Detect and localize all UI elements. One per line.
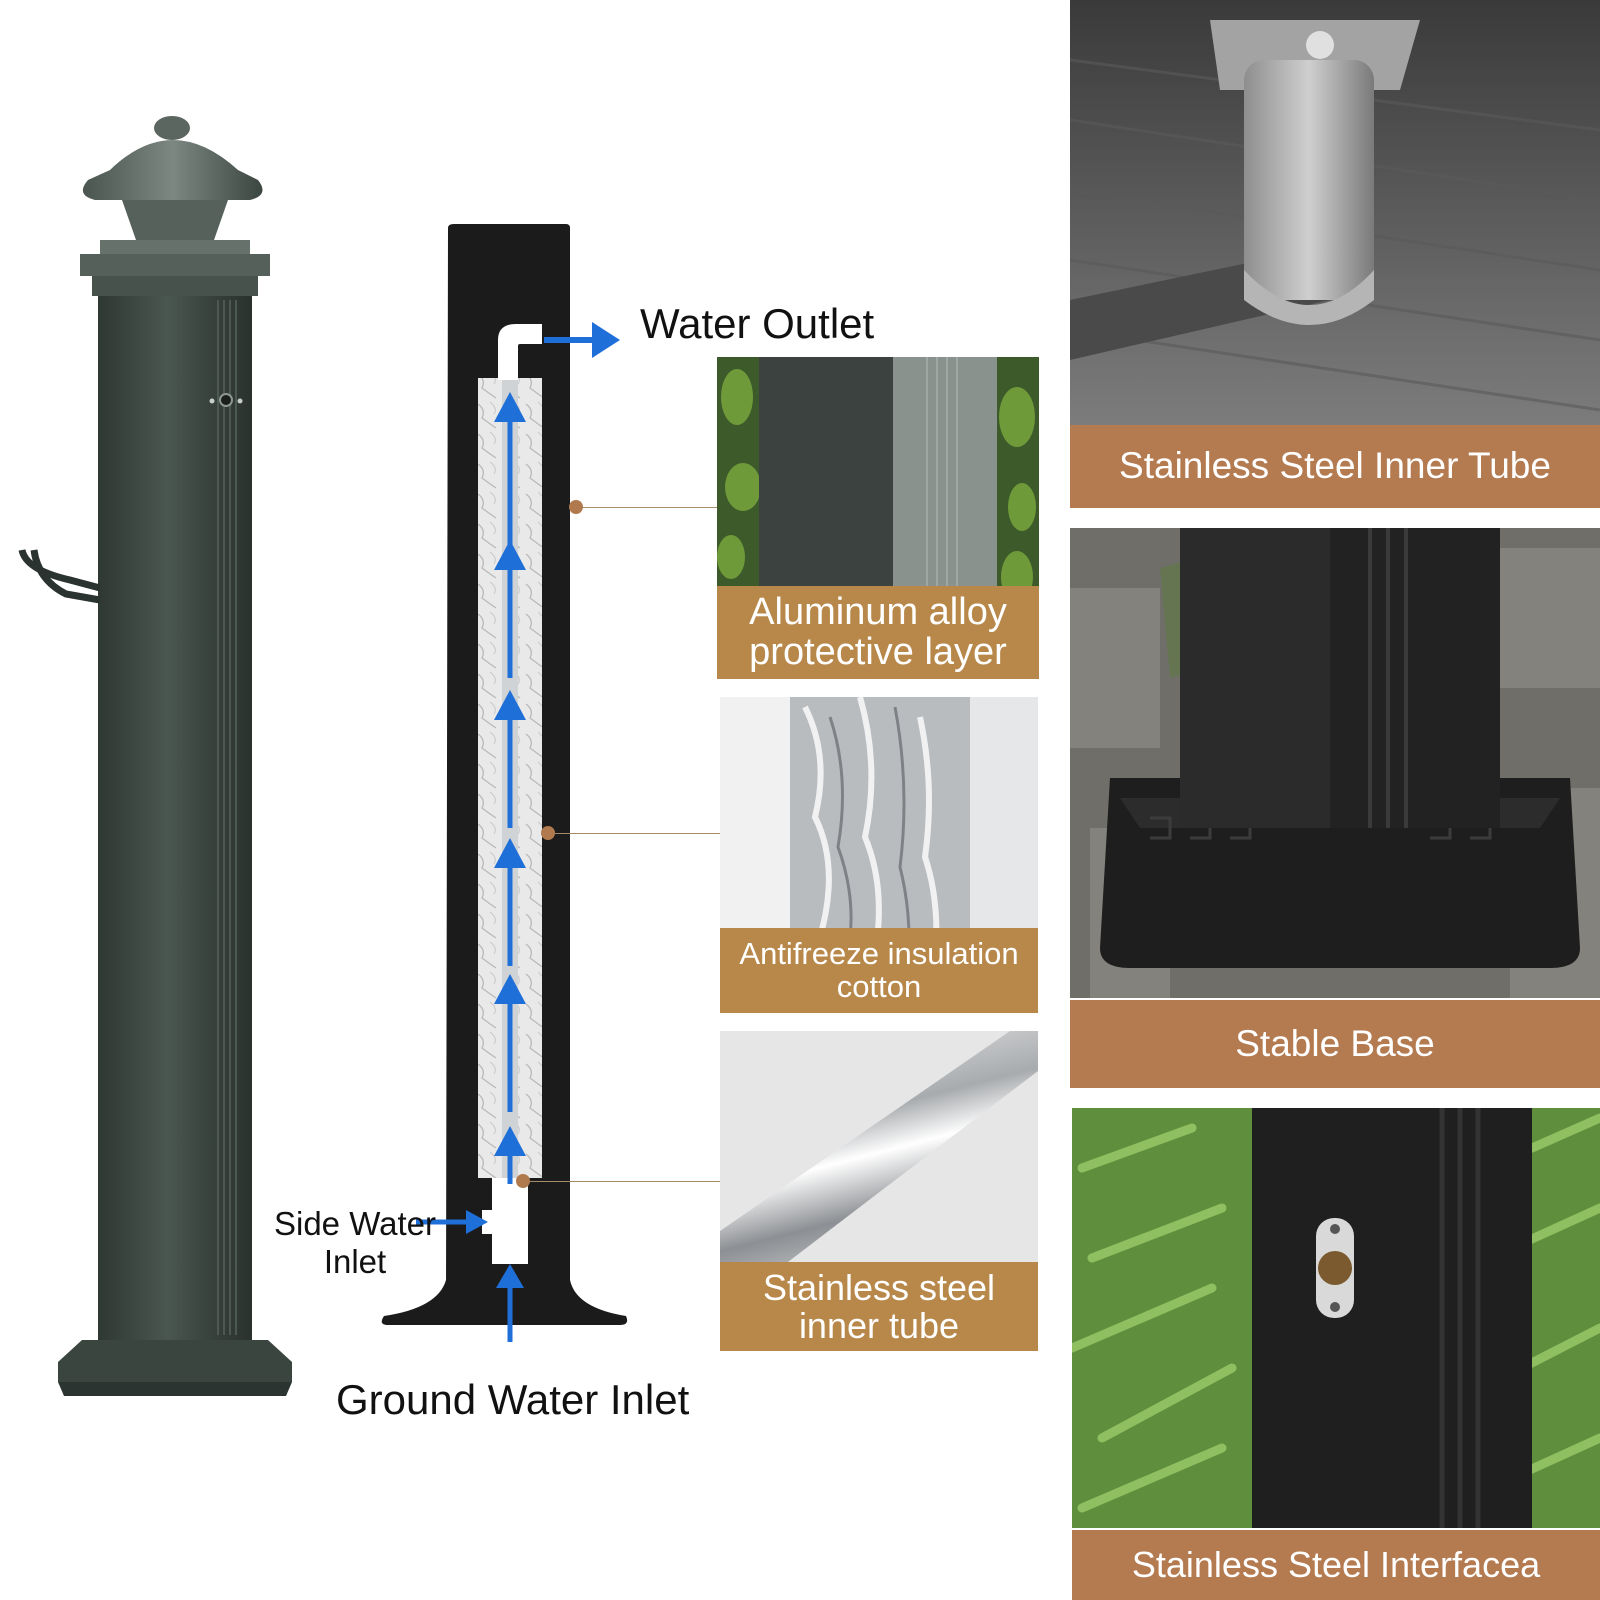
stable-base-feature-caption: Stable Base xyxy=(1070,1000,1600,1088)
stable-base-feature-panel xyxy=(1070,528,1600,1089)
water-post-illustration xyxy=(18,116,292,1396)
aluminum-layer-caption: Aluminum alloy protective layer xyxy=(717,586,1039,679)
up-arrow-icon xyxy=(494,690,526,828)
leader-line xyxy=(555,833,720,834)
insulation-caption-line-2: cotton xyxy=(836,968,922,1004)
interface-feature-caption: Stainless Steel Interfacea xyxy=(1072,1530,1600,1600)
side-water-inlet-label: Side Water Inlet xyxy=(260,1205,450,1281)
ground-water-inlet-label: Ground Water Inlet xyxy=(336,1376,690,1423)
insulation-layer-caption: Antifreeze insulation cotton xyxy=(720,928,1038,1013)
leader-dot xyxy=(569,500,583,514)
up-arrow-icon xyxy=(494,974,526,1112)
insulation-caption-line-1: Antifreeze insulation xyxy=(739,935,1019,971)
interface-feature-panel xyxy=(1072,1108,1600,1600)
aluminum-caption-line-1: Aluminum alloy xyxy=(749,590,1007,633)
side-water-inlet-line-1: Side Water xyxy=(273,1205,436,1242)
inner-tube-feature-panel xyxy=(1070,0,1600,508)
steel-tube-caption-line-2: inner tube xyxy=(798,1304,960,1346)
up-arrow-icon xyxy=(494,1126,526,1184)
up-arrow-icon xyxy=(494,838,526,966)
leader-line xyxy=(530,1181,720,1182)
leader-line xyxy=(583,507,717,508)
up-arrow-icon xyxy=(494,540,526,678)
leader-dot xyxy=(516,1174,530,1188)
aluminum-caption-line-2: protective layer xyxy=(749,630,1007,673)
leader-dot xyxy=(541,826,555,840)
inner-tube-photo xyxy=(1070,0,1600,425)
stable-base-photo xyxy=(1070,528,1600,998)
inner-tube-feature-caption: Stainless Steel Inner Tube xyxy=(1070,425,1600,508)
side-water-inlet-line-2: Inlet xyxy=(323,1243,387,1280)
interface-photo xyxy=(1072,1108,1600,1528)
steel-tube-caption: Stainless steel inner tube xyxy=(720,1262,1038,1351)
steel-tube-caption-line-1: Stainless steel xyxy=(762,1266,996,1308)
water-outlet-label: Water Outlet xyxy=(640,300,875,347)
